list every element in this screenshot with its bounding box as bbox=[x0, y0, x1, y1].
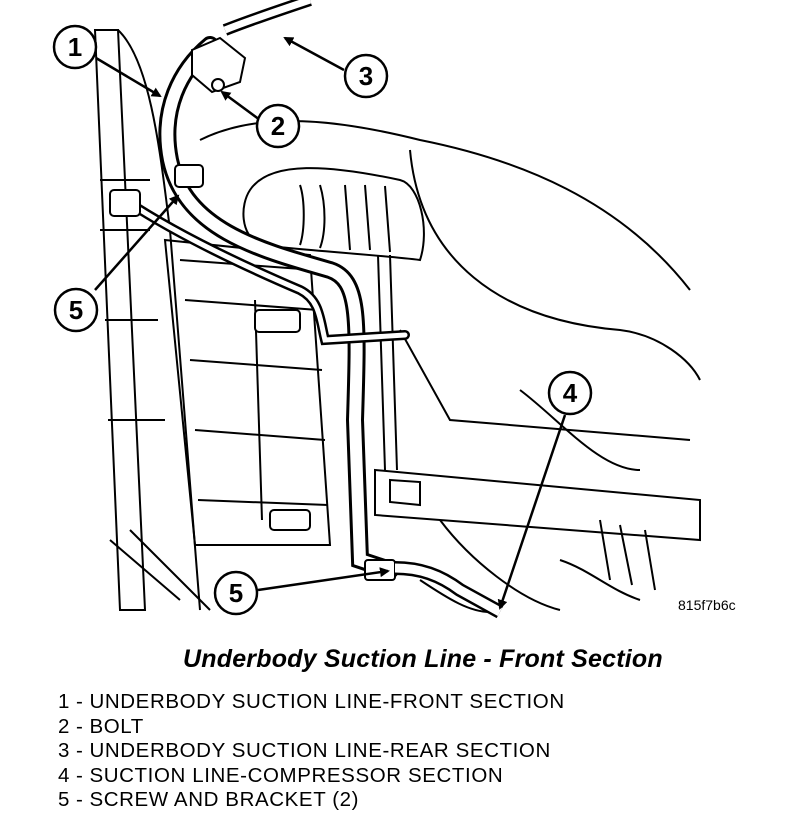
legend-item: 1-UNDERBODY SUCTION LINE-FRONT SECTION bbox=[58, 690, 565, 713]
figure-reference-code: 815f7b6c bbox=[678, 597, 736, 613]
legend-number: 3 bbox=[58, 739, 71, 762]
legend-item: 5-SCREW AND BRACKET (2) bbox=[58, 788, 360, 811]
legend-text: SCREW AND BRACKET (2) bbox=[89, 788, 360, 811]
legend-item: 3-UNDERBODY SUCTION LINE-REAR SECTION bbox=[58, 739, 551, 762]
legend-text: BOLT bbox=[89, 714, 144, 738]
leader-4 bbox=[497, 414, 567, 610]
legend-text: SUCTION LINE-COMPRESSOR SECTION bbox=[89, 763, 504, 787]
leader-5a bbox=[94, 194, 180, 291]
legend-number: 5 bbox=[58, 788, 71, 811]
legend-list: 1-UNDERBODY SUCTION LINE-FRONT SECTION 2… bbox=[58, 690, 565, 813]
legend-item: 2-BOLT bbox=[58, 714, 144, 738]
leader-2 bbox=[220, 90, 261, 122]
vehicle-structure-art bbox=[93, 29, 701, 613]
suction-line-diagram: 1 2 3 4 5 5 815f7b6c bbox=[52, 0, 736, 619]
callout-4: 4 bbox=[547, 370, 593, 416]
callout-3-label: 3 bbox=[359, 61, 373, 91]
legend-item: 4-SUCTION LINE-COMPRESSOR SECTION bbox=[58, 763, 504, 787]
legend-text: UNDERBODY SUCTION LINE-REAR SECTION bbox=[89, 739, 551, 762]
suction-line-rear-section bbox=[222, 0, 312, 36]
callout-2-label: 2 bbox=[271, 111, 285, 141]
suction-line-front-section bbox=[120, 36, 410, 579]
suction-line-compressor-section bbox=[394, 561, 504, 619]
callout-5a: 5 bbox=[53, 287, 99, 333]
callout-circles: 1 2 3 4 5 5 bbox=[52, 24, 593, 616]
fitting-block bbox=[191, 36, 247, 94]
leader-5b bbox=[257, 567, 390, 592]
callout-5b-label: 5 bbox=[229, 578, 243, 608]
legend-text: UNDERBODY SUCTION LINE-FRONT SECTION bbox=[89, 690, 565, 713]
callout-leaders bbox=[94, 36, 567, 610]
leader-1 bbox=[95, 56, 162, 98]
callout-5a-label: 5 bbox=[69, 295, 83, 325]
legend-number: 1 bbox=[58, 690, 71, 713]
leader-3 bbox=[283, 36, 345, 72]
legend-number: 2 bbox=[58, 714, 71, 738]
callout-1: 1 bbox=[52, 24, 98, 70]
callout-2: 2 bbox=[255, 103, 301, 149]
callout-1-label: 1 bbox=[68, 32, 82, 62]
figure-caption: Underbody Suction Line - Front Section bbox=[183, 645, 663, 673]
legend-number: 4 bbox=[58, 763, 71, 787]
callout-4-label: 4 bbox=[563, 378, 578, 408]
callout-5b: 5 bbox=[213, 570, 259, 616]
callout-3: 3 bbox=[343, 53, 389, 99]
